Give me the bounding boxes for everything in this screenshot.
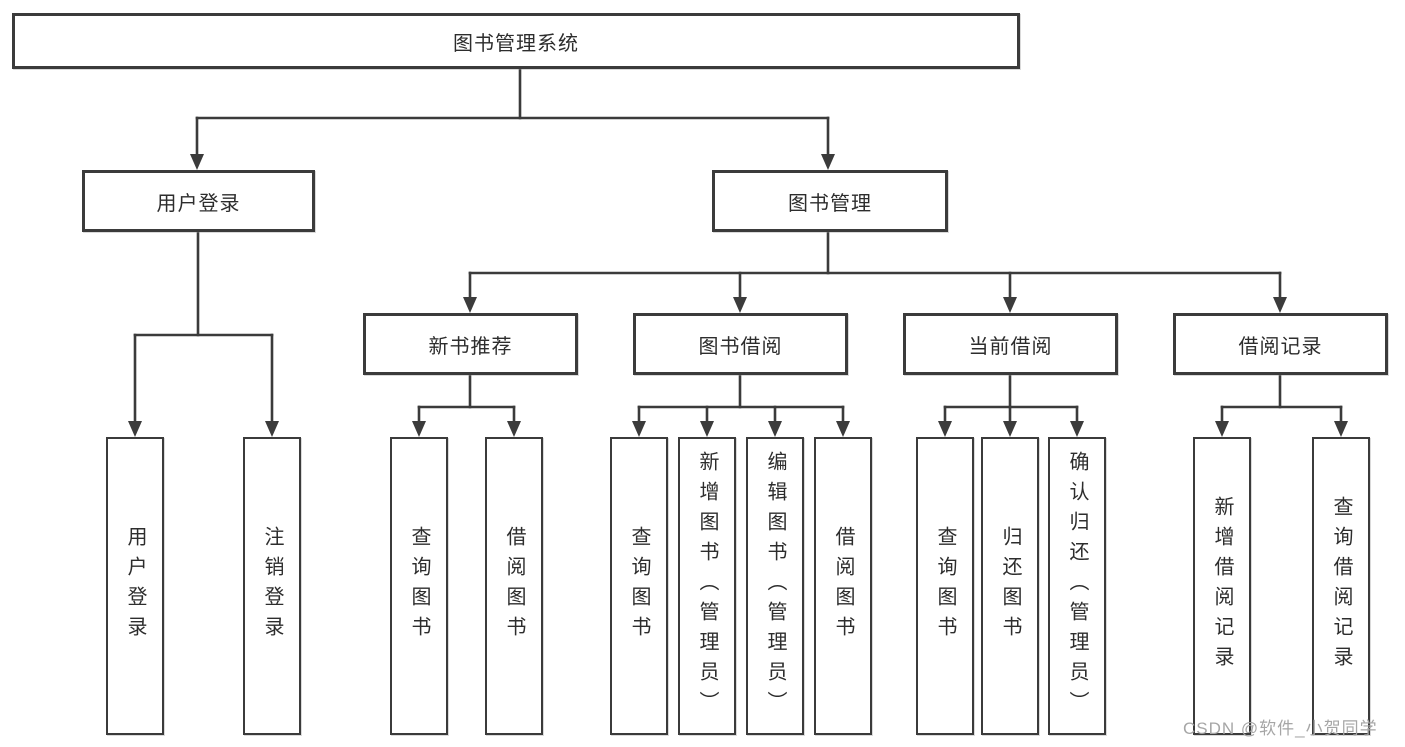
leaf-return-books-label: 归还图书	[999, 526, 1021, 646]
leaf-query-borrow-record: 查询借阅记录	[1312, 437, 1370, 735]
node-user-login: 用户登录	[82, 170, 315, 232]
leaf-borrow-books: 借阅图书	[814, 437, 872, 735]
node-current-borrowing: 当前借阅	[903, 313, 1118, 375]
leaf-query-books-current-label: 查询图书	[934, 526, 956, 646]
leaf-user-login-label: 用户登录	[124, 526, 146, 646]
node-book-borrowing-label: 图书借阅	[698, 335, 783, 358]
leaf-query-books-current: 查询图书	[916, 437, 974, 735]
node-book-management-label: 图书管理	[788, 192, 872, 215]
leaf-edit-books-admin-label: 编辑图书（管理员）	[764, 451, 786, 721]
leaf-query-books-recommend-label: 查询图书	[408, 526, 430, 646]
leaf-user-login: 用户登录	[106, 437, 164, 735]
node-current-borrowing-label: 当前借阅	[968, 335, 1053, 358]
leaf-borrow-books-recommend: 借阅图书	[485, 437, 543, 735]
leaf-query-books-recommend: 查询图书	[390, 437, 448, 735]
node-borrowing-records-label: 借阅记录	[1238, 335, 1323, 358]
node-user-login-label: 用户登录	[156, 192, 241, 215]
leaf-query-books-borrowing: 查询图书	[610, 437, 668, 735]
leaf-confirm-return-admin-label: 确认归还（管理员）	[1066, 451, 1088, 721]
leaf-logout-label: 注销登录	[261, 526, 283, 646]
leaf-borrow-books-recommend-label: 借阅图书	[503, 526, 525, 646]
leaf-borrow-books-label: 借阅图书	[832, 526, 854, 646]
node-library-system: 图书管理系统	[12, 13, 1020, 69]
csdn-watermark: CSDN @软件_小贺同学	[1183, 719, 1378, 738]
node-book-management: 图书管理	[712, 170, 948, 232]
leaf-add-borrow-record: 新增借阅记录	[1193, 437, 1251, 735]
node-book-borrowing: 图书借阅	[633, 313, 848, 375]
leaf-add-books-admin-label: 新增图书（管理员）	[696, 451, 718, 721]
node-new-book-recommend: 新书推荐	[363, 313, 578, 375]
leaf-add-books-admin: 新增图书（管理员）	[678, 437, 736, 735]
leaf-query-books-borrowing-label: 查询图书	[628, 526, 650, 646]
leaf-logout: 注销登录	[243, 437, 301, 735]
leaf-query-borrow-record-label: 查询借阅记录	[1330, 496, 1352, 676]
leaf-edit-books-admin: 编辑图书（管理员）	[746, 437, 804, 735]
leaf-return-books: 归还图书	[981, 437, 1039, 735]
node-new-book-recommend-label: 新书推荐	[428, 335, 513, 358]
leaf-confirm-return-admin: 确认归还（管理员）	[1048, 437, 1106, 735]
node-library-system-label: 图书管理系统	[453, 32, 579, 55]
leaf-add-borrow-record-label: 新增借阅记录	[1211, 496, 1233, 676]
node-borrowing-records: 借阅记录	[1173, 313, 1388, 375]
